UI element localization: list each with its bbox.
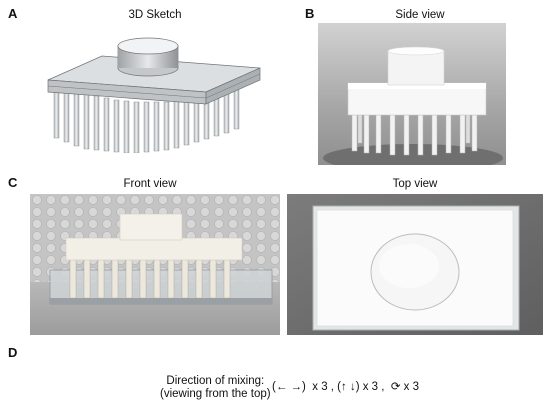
title-front-view: Front view — [123, 178, 177, 190]
side-view-photo — [318, 23, 506, 165]
title-side-view: Side view — [395, 9, 445, 21]
panel-label-b: B — [305, 6, 315, 21]
top-view-photo — [287, 194, 543, 335]
mixing-caption-line2: (viewing from the top) — [160, 388, 271, 400]
title-top-view: Top view — [392, 178, 438, 190]
panel-label-d: D — [8, 345, 18, 360]
front-view-photo — [30, 194, 280, 335]
sketch-3d-image — [40, 28, 265, 153]
title-3d-sketch: 3D Sketch — [128, 9, 182, 21]
mixing-caption-line1: Direction of mixing: — [166, 375, 265, 387]
mixing-sequence: (← →) x 3 , (↑ ↓) x 3 , ⟳ x 3 — [272, 381, 420, 393]
mixing-caption: Direction of mixing: (viewing from the t… — [160, 375, 271, 401]
panel-label-a: A — [8, 6, 18, 21]
panel-label-c: C — [8, 175, 18, 190]
